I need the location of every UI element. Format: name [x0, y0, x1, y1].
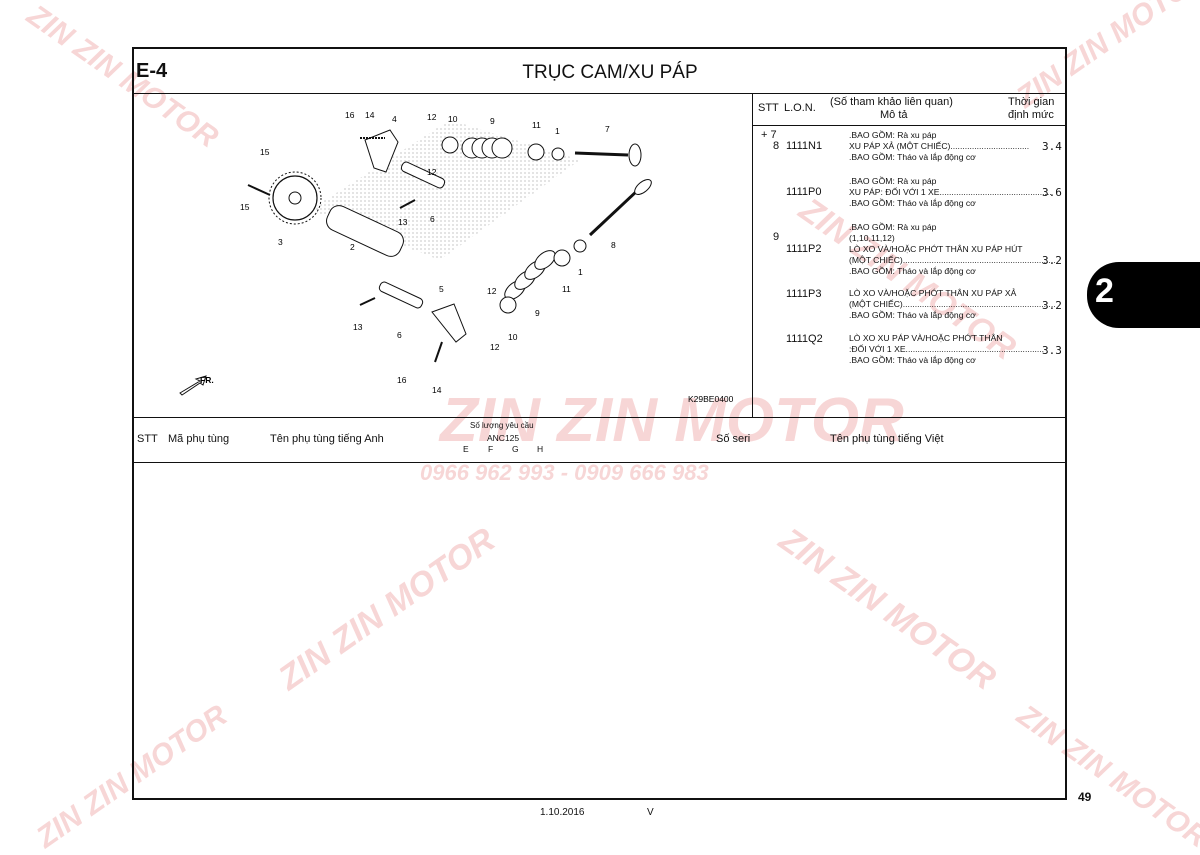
- callout-number: 2: [350, 242, 355, 252]
- variant-label: E: [463, 444, 469, 454]
- ref-row-line: (1,10,11,12): [849, 233, 895, 243]
- ref-row-line: (MỘT CHIẾC).............................…: [849, 255, 1056, 265]
- callout-number: 12: [427, 167, 437, 177]
- callout-number: 14: [365, 110, 375, 120]
- callout-number: 16: [397, 375, 407, 385]
- ref-row-line: XU PÁP: ĐỐI VỚI 1 XE....................…: [849, 187, 1052, 197]
- col-part-no: Mã phụ tùng: [168, 433, 230, 445]
- col-serial: Số seri: [716, 433, 751, 445]
- ref-row-stt: 9: [773, 231, 780, 243]
- callout-number: 15: [260, 147, 270, 157]
- callout-number: 11: [532, 120, 541, 130]
- callout-number: 12: [427, 112, 437, 122]
- col-name-en: Tên phụ tùng tiếng Anh: [270, 433, 384, 445]
- ref-row-stt: + 7: [761, 129, 777, 141]
- model-label: ANC125: [487, 433, 520, 443]
- ref-header-lon: L.O.N.: [784, 102, 816, 114]
- callout-number: 1: [578, 267, 583, 277]
- ref-row-line: LÒ XO XU PÁP VÀ/HOẶC PHỚT THÂN: [849, 333, 1003, 343]
- exploded-parts-diagram: FR. 16 14 4 12 10 9 11 1 7 15 15 3 2 13 …: [179, 110, 734, 404]
- ref-row-time: 3.6: [1042, 186, 1062, 199]
- callout-number: 1: [555, 126, 560, 136]
- ref-row-line: XU PÁP XẢ (MỘT CHIẾC)...................…: [849, 141, 1030, 151]
- ref-row-time: 3.3: [1042, 344, 1062, 357]
- callout-number: 3: [278, 237, 283, 247]
- callout-number: 6: [397, 330, 402, 340]
- ref-row-line: .BAO GỒM: Tháo và lắp động cơ: [849, 266, 976, 276]
- figure-code: K29BE0400: [688, 394, 734, 404]
- divider: [752, 125, 1067, 126]
- col-stt: STT: [137, 433, 158, 445]
- ref-row-stt2: 8: [773, 140, 780, 152]
- callout-number: 4: [392, 114, 397, 124]
- ref-row-code: 1111Q2: [786, 333, 823, 345]
- page-frame: [132, 47, 1067, 800]
- ref-row-code: 1111P2: [786, 243, 822, 255]
- callout-number: 10: [448, 114, 458, 124]
- callout-number: 6: [430, 214, 435, 224]
- ref-header-stt: STT: [758, 102, 779, 114]
- ref-row-line: .BAO GỒM: Tháo và lắp động cơ: [849, 310, 976, 320]
- callout-number: 13: [353, 322, 363, 332]
- divider: [752, 93, 753, 417]
- callout-number: 12: [487, 286, 497, 296]
- ref-row-time: 3.2: [1042, 254, 1062, 267]
- col-name-vn: Tên phụ tùng tiếng Việt: [830, 433, 944, 445]
- ref-header-desc: (Số tham khảo liên quan): [830, 96, 953, 108]
- ref-row-line: .BAO GỒM: Rà xu páp: [849, 222, 937, 232]
- divider: [132, 462, 1067, 463]
- callout-number: 13: [398, 217, 408, 227]
- footer-date: 1.10.2016: [540, 807, 585, 818]
- variant-label: H: [537, 444, 544, 454]
- page-title: TRỤC CAM/XU PÁP: [522, 62, 698, 83]
- variant-label: G: [512, 444, 519, 454]
- fr-label: FR.: [200, 375, 214, 385]
- ref-row-line: .BAO GỒM: Tháo và lắp động cơ: [849, 355, 976, 365]
- callout-number: 7: [605, 124, 610, 134]
- ref-header-time: Thời gian: [1008, 96, 1055, 108]
- section-tab: 2: [1087, 262, 1200, 328]
- section-code: E-4: [136, 60, 168, 82]
- qty-label: Số lượng yêu cầu: [470, 421, 534, 430]
- callout-number: 15: [240, 202, 250, 212]
- callout-number: 11: [562, 284, 571, 294]
- ref-row-time: 3.4: [1042, 140, 1062, 153]
- ref-row-line: .BAO GỒM: Tháo và lắp động cơ: [849, 152, 976, 162]
- ref-row-line: LÒ XO VÀ/HOẶC PHỚT THÂN XU PÁP XẢ: [849, 288, 1017, 298]
- section-tab-label: 2: [1095, 272, 1114, 310]
- ref-row-line: .BAO GỒM: Rà xu páp: [849, 176, 937, 186]
- ref-row-line: .BAO GỒM: Tháo và lắp động cơ: [849, 198, 976, 208]
- ref-header-time2: định mức: [1008, 109, 1054, 121]
- callout-number: 9: [490, 116, 495, 126]
- callout-number: 8: [611, 240, 616, 250]
- ref-row-code: 1111P0: [786, 186, 822, 198]
- ref-row-line: .BAO GỒM: Rà xu páp: [849, 130, 937, 140]
- ref-row-code: 1111N1: [786, 140, 823, 152]
- divider: [132, 417, 1067, 418]
- ref-row-time: 3.2: [1042, 299, 1062, 312]
- ref-row-line: (MỘT CHIẾC).............................…: [849, 299, 1056, 309]
- variant-label: F: [488, 444, 494, 454]
- callout-number: 12: [490, 342, 500, 352]
- callout-number: 14: [432, 385, 442, 395]
- callout-number: 5: [439, 284, 444, 294]
- ref-row-code: 1111P3: [786, 288, 822, 300]
- divider: [132, 93, 1067, 94]
- footer-version: V: [647, 807, 654, 818]
- callout-number: 10: [508, 332, 518, 342]
- callout-number: 16: [345, 110, 355, 120]
- callout-number: 9: [535, 308, 540, 318]
- ref-row-line: :ĐỐI VỚI 1 XE...........................…: [849, 344, 1045, 354]
- ref-row-line: LÒ XO VÀ/HOẶC PHỚT THÂN XU PÁP HÚT: [849, 244, 1023, 254]
- page-number: 49: [1078, 790, 1092, 804]
- ref-header-desc2: Mô tả: [880, 109, 908, 121]
